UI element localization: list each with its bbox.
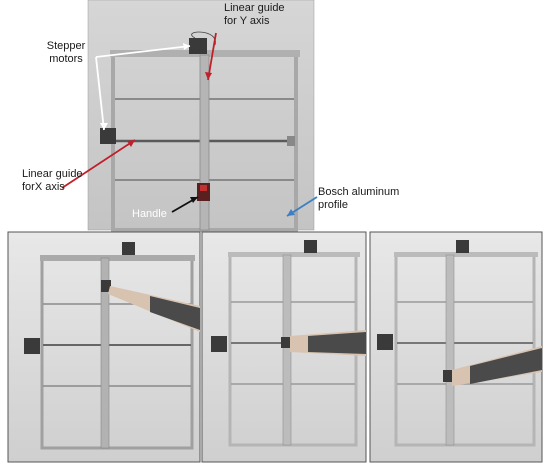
top-photo: [87, 0, 315, 232]
bottom-photo-3: [369, 231, 543, 463]
label-y-guide: Linear guide for Y axis: [224, 2, 285, 27]
bottom-photo-1: [7, 231, 201, 463]
label-stepper-motors: Stepper motors: [46, 40, 86, 65]
left-motor: [100, 128, 116, 144]
label-x-guide: Linear guide forX axis: [22, 168, 83, 193]
annotation-arrows: [61, 32, 318, 217]
top-motor: [189, 38, 207, 54]
label-bosch-profile: Bosch aluminum profile: [318, 186, 400, 211]
y-guide-rail: [199, 54, 210, 231]
bottom-photo-2: [201, 231, 367, 463]
label-handle: Handle: [132, 208, 167, 220]
